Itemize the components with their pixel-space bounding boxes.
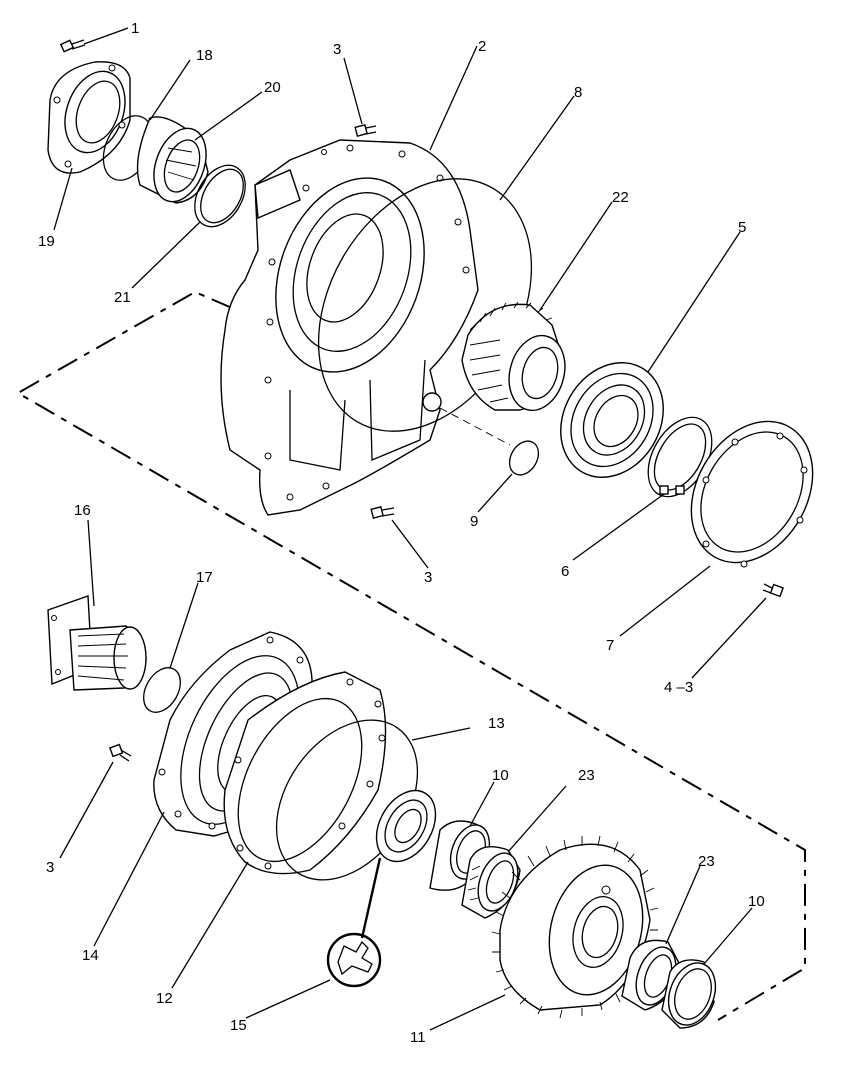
callout-16: 16 [74, 502, 91, 519]
part-15-detail-leader [360, 857, 382, 939]
part-3-bolt-top [354, 123, 377, 137]
part-22-pinion-gear [461, 301, 566, 412]
part-10-bearing-cup-a [429, 820, 491, 891]
callout-20: 20 [264, 79, 281, 96]
callout-17: 17 [196, 569, 213, 586]
callout-23-b: 23 [698, 853, 715, 870]
part-12-gasket [223, 671, 387, 875]
callout-leader-lines [53, 27, 767, 1031]
callout-19: 19 [38, 233, 55, 250]
callout-15: 15 [230, 1017, 247, 1034]
part-1-bolt [59, 39, 86, 53]
part-15-bearing [375, 789, 437, 863]
callout-18: 18 [196, 47, 213, 64]
callout-12: 12 [156, 990, 173, 1007]
callout-10-a: 10 [492, 767, 509, 784]
callout-9: 9 [470, 513, 478, 530]
part-4-3-bolt [762, 583, 784, 598]
part-2-gear-housing [220, 139, 479, 516]
callout-5: 5 [738, 219, 746, 236]
callout-7: 7 [606, 637, 614, 654]
callout-13: 13 [488, 715, 505, 732]
callout-3-left: 3 [46, 859, 54, 876]
callout-4-3: 4 –3 [664, 679, 693, 696]
part-3-bolt-left [109, 743, 132, 762]
part-19-bearing-cap [47, 61, 131, 174]
part-10-bearing-cup-b [661, 959, 717, 1029]
part-21-ring [194, 164, 246, 228]
part-20-roller-bearing [136, 116, 209, 204]
callout-23-a: 23 [578, 767, 595, 784]
part-3-bolt-middle [370, 505, 395, 519]
part-9-small-o-ring [508, 440, 540, 476]
callout-labels: 1 18 20 19 21 3 2 8 22 5 9 3 6 7 4 –3 16… [38, 20, 765, 1046]
callout-22: 22 [612, 189, 629, 206]
part-7-shim-plate [690, 420, 814, 568]
callout-1: 1 [131, 20, 139, 37]
callout-14: 14 [82, 947, 99, 964]
callout-10-b: 10 [748, 893, 765, 910]
part-23-tapered-bearing-a [461, 846, 521, 919]
part-9-axis-line [439, 407, 511, 446]
callout-11: 11 [410, 1029, 426, 1046]
callout-6: 6 [561, 563, 569, 580]
part-15-detail-circle [326, 932, 382, 988]
part-11-large-gear [491, 835, 659, 1019]
callout-3-top: 3 [333, 41, 341, 58]
callout-2: 2 [478, 38, 486, 55]
part-17-o-ring [143, 667, 181, 713]
callout-21: 21 [114, 289, 131, 306]
part-5-ball-bearing [560, 362, 664, 478]
callout-8: 8 [574, 84, 582, 101]
part-16-splined-shaft [47, 595, 147, 691]
callout-3-middle: 3 [424, 569, 432, 586]
assembly-group-dashed-line [15, 290, 806, 1021]
